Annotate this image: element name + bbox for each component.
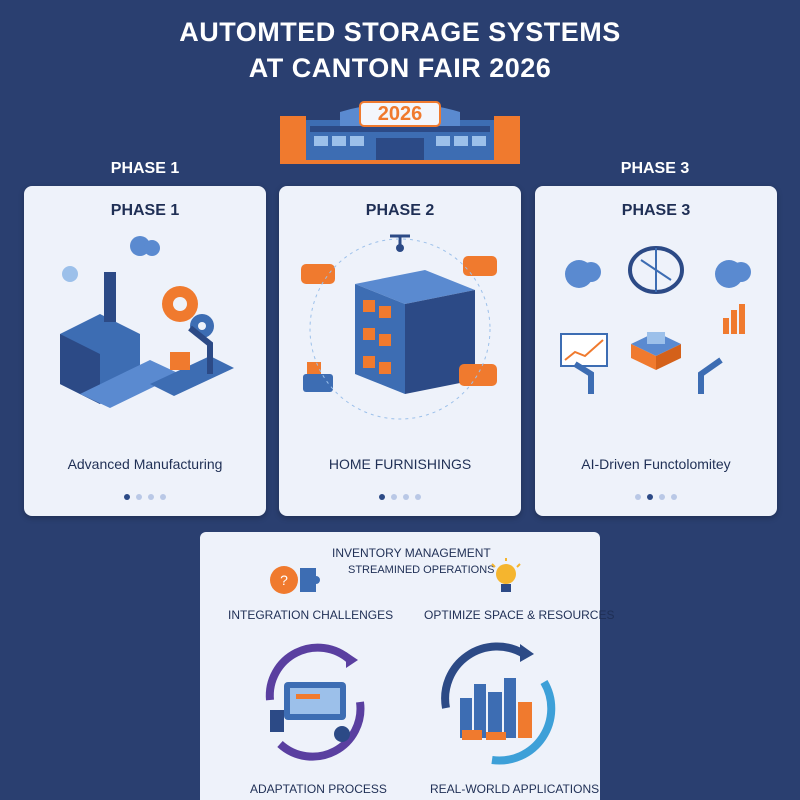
adaptation-cycle-icon bbox=[265, 643, 365, 761]
real-world-applications-label: REAL-WORLD APPLICATIONS bbox=[430, 782, 600, 796]
dot-4[interactable] bbox=[160, 494, 166, 500]
inventory-heading: INVENTORY MANAGEMENT bbox=[332, 546, 491, 560]
integration-challenges-label: INTEGRATION CHALLENGES bbox=[228, 608, 394, 622]
card-title: PHASE 2 bbox=[365, 202, 435, 219]
building-year-sign: 2026 bbox=[377, 103, 423, 125]
page-title: AUTOMTED STORAGE SYSTEMS AT CANTON FAIR … bbox=[0, 14, 800, 86]
dot-1[interactable] bbox=[379, 494, 385, 500]
ai-brain-chip-icon bbox=[560, 246, 751, 394]
card-label: HOME FURNISHINGS bbox=[328, 456, 472, 472]
phase-card-3[interactable]: PHASE 3 AI-Driven Functolomitey bbox=[535, 186, 777, 516]
dot-2[interactable] bbox=[391, 494, 397, 500]
exhibition-building-icon bbox=[280, 101, 520, 164]
dot-1[interactable] bbox=[635, 494, 641, 500]
card-label: AI-Driven Functolomitey bbox=[581, 456, 731, 472]
puzzle-brain-icon: ? bbox=[270, 566, 320, 594]
warehouse-furniture-icon bbox=[301, 234, 497, 420]
dot-2[interactable] bbox=[647, 494, 653, 500]
carousel-dots[interactable] bbox=[279, 494, 521, 500]
factory-robot-arm-icon bbox=[60, 236, 234, 408]
lightbulb-icon bbox=[491, 558, 521, 592]
dot-3[interactable] bbox=[659, 494, 665, 500]
card-title: PHASE 1 bbox=[110, 202, 180, 219]
title-line-1: AUTOMTED STORAGE SYSTEMS bbox=[179, 17, 621, 47]
carousel-dots[interactable] bbox=[535, 494, 777, 500]
title-line-2: AT CANTON FAIR 2026 bbox=[248, 53, 552, 83]
dot-3[interactable] bbox=[403, 494, 409, 500]
carousel-dots[interactable] bbox=[24, 494, 266, 500]
card-label: Advanced Manufacturing bbox=[67, 456, 223, 472]
dot-1[interactable] bbox=[124, 494, 130, 500]
dot-4[interactable] bbox=[415, 494, 421, 500]
operations-subheading: STREAMINED OPERATIONS bbox=[348, 564, 495, 576]
outer-phase-label-3: PHASE 3 bbox=[620, 160, 690, 177]
dot-2[interactable] bbox=[136, 494, 142, 500]
phase-card-2[interactable]: PHASE 2 HOME FURNISHINGS bbox=[279, 186, 521, 516]
outer-phase-label-1: PHASE 1 bbox=[110, 160, 180, 177]
dot-4[interactable] bbox=[671, 494, 677, 500]
bottom-info-panel: INVENTORY MANAGEMENT STREAMINED OPERATIO… bbox=[200, 532, 614, 800]
optimize-space-label: OPTIMIZE SPACE & RESOURCES bbox=[424, 608, 615, 622]
dot-3[interactable] bbox=[148, 494, 154, 500]
adaptation-process-label: ADAPTATION PROCESS bbox=[250, 782, 387, 796]
phase-card-1[interactable]: PHASE 1 Advanced Manufacturing bbox=[24, 186, 266, 516]
city-cycle-icon bbox=[441, 642, 556, 765]
card-title: PHASE 3 bbox=[621, 202, 691, 219]
svg-text:?: ? bbox=[280, 572, 288, 588]
